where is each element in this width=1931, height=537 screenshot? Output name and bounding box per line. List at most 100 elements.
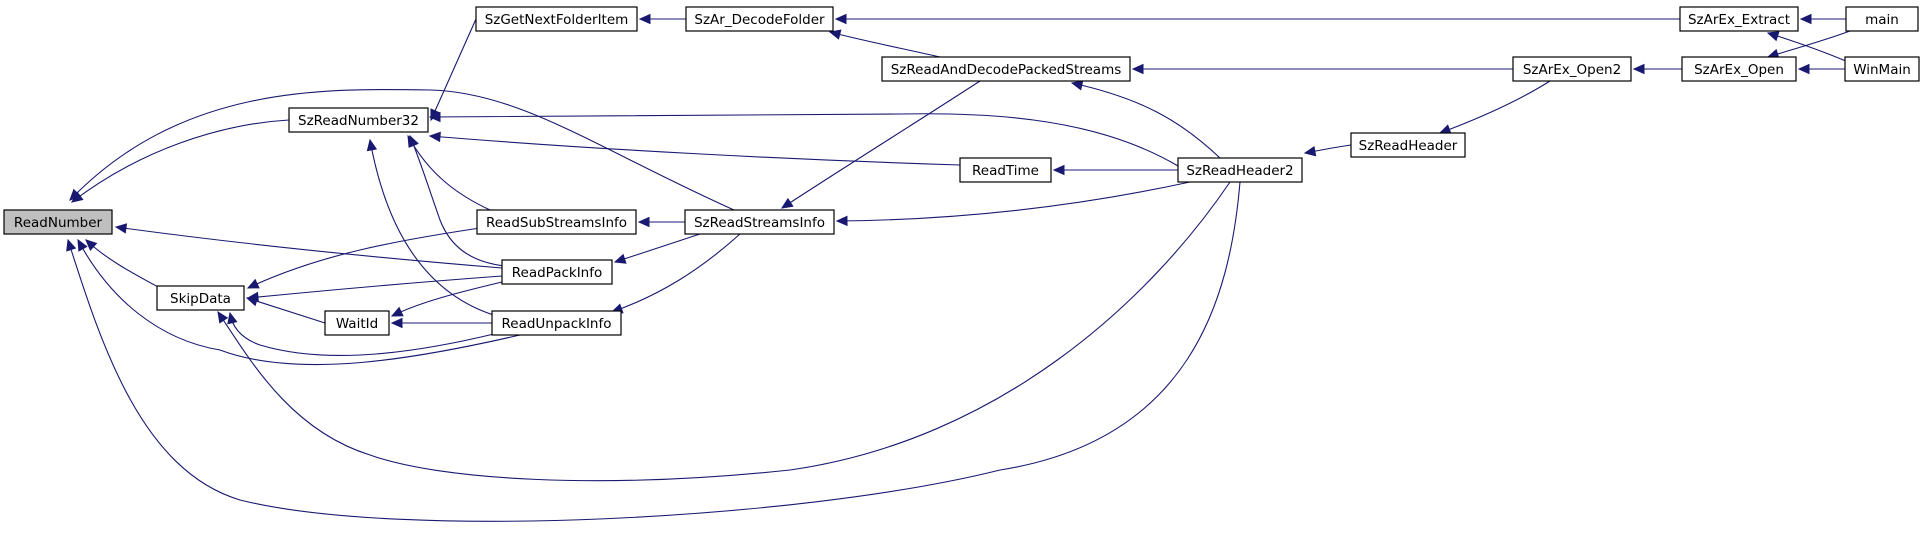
edge-szarex_open2-to-szreadanddecodepackedstreams [1131,63,1513,75]
edge-readpackinfo-to-waitid-line [391,281,503,317]
node-szarex_extract[interactable]: SzArEx_Extract [1679,6,1799,32]
node-szgetnextfolderitem[interactable]: SzGetNextFolderItem [475,6,638,32]
edge-readunpackinfo-to-szreadnumber32-arrowhead [366,138,378,152]
edge-readsubstreamsinfo-to-skipdata-line [247,227,481,289]
edge-readunpackinfo-to-readnumber-line [77,239,521,366]
edge-skipdata-to-readnumber [85,239,161,289]
node-label: SzReadHeader2 [1186,163,1293,179]
node-box[interactable] [1681,56,1797,82]
edge-skipdata-to-readnumber-arrowhead [85,239,98,251]
node-label: SzReadHeader [1359,138,1458,154]
node-box[interactable] [501,259,613,285]
edge-waitid-to-skipdata [245,296,326,324]
node-readsubstreamsinfo[interactable]: ReadSubStreamsInfo [476,209,637,235]
node-label: WaitId [336,316,378,332]
edge-readsubstreamsinfo-to-szreadnumber32-line [407,135,491,211]
node-box[interactable] [491,310,622,336]
edge-szreadnumber32-to-readnumber-line [71,119,290,203]
edge-readpackinfo-to-szreadnumber32 [409,134,506,267]
node-label: SzReadStreamsInfo [694,215,825,231]
edge-readunpackinfo-to-waitid [390,317,492,329]
edges-layer [66,13,1851,522]
edge-szreadheader2-to-readnumber-line [67,181,1241,522]
edge-szreadstreamsinfo-to-readsubstreamsinfo [637,216,685,228]
node-box[interactable] [881,56,1131,82]
edge-waitid-to-skipdata-line [246,297,326,324]
edge-szreadstreamsinfo-to-readunpackinfo-line [611,233,741,313]
edge-szgetnextfolderitem-to-szreadnumber32 [430,18,477,122]
node-skipdata[interactable]: SkipData [156,285,245,311]
node-box[interactable] [1844,56,1920,82]
node-readtime[interactable]: ReadTime [959,157,1052,183]
edge-readpackinfo-to-skipdata [246,275,503,303]
node-box[interactable] [324,310,390,336]
edge-szreadstreamsinfo-to-readpackinfo [613,233,701,264]
edge-readpackinfo-to-waitid [390,281,503,317]
edge-szarex_open2-to-szreadheader-line [1439,80,1551,134]
node-szarex_open[interactable]: SzArEx_Open [1681,56,1797,82]
edge-readtime-to-szreadnumber32-line [429,135,961,166]
node-winmain[interactable]: WinMain [1844,56,1920,82]
edge-readunpackinfo-to-readnumber [77,238,521,366]
edge-szreadstreamsinfo-to-readnumber-arrowhead [69,188,82,201]
node-box[interactable] [1679,6,1799,32]
node-readpackinfo[interactable]: ReadPackInfo [501,259,613,285]
node-box[interactable] [959,157,1052,183]
node-label: SkipData [170,291,231,307]
edge-readunpackinfo-to-skipdata-arrowhead [227,311,238,325]
node-box[interactable] [685,6,834,32]
node-box[interactable] [476,209,637,235]
node-waitid[interactable]: WaitId [324,310,390,336]
edge-szreadstreamsinfo-to-readpackinfo-arrowhead [613,253,627,264]
node-box[interactable] [156,285,245,311]
edge-skipdata-to-readnumber-line [85,239,161,289]
node-szreadstreamsinfo[interactable]: SzReadStreamsInfo [684,209,835,235]
edge-szreadheader2-to-szreadstreamsinfo-arrowhead [835,215,848,227]
node-szreadheader2[interactable]: SzReadHeader2 [1177,157,1303,183]
edge-main-to-szarex_open-line [1767,30,1851,58]
node-label: SzReadAndDecodePackedStreams [891,62,1122,78]
node-box[interactable] [288,107,429,133]
edge-szreadheader2-to-readtime-arrowhead [1052,164,1065,176]
edge-szreadheader2-to-skipdata [217,181,1231,482]
edge-szreadanddecodepackedstreams-to-szreadstreamsinfo-arrowhead [780,197,794,209]
node-box[interactable] [475,6,638,32]
edge-szreadheader2-to-skipdata-line [217,181,1231,482]
edge-readpackinfo-to-readnumber-arrowhead [114,223,128,234]
node-box[interactable] [3,209,113,235]
node-label: ReadTime [972,163,1039,179]
node-szreadanddecodepackedstreams[interactable]: SzReadAndDecodePackedStreams [881,56,1131,82]
edge-szreadheader2-to-skipdata-arrowhead [217,310,229,324]
node-szarex_open2[interactable]: SzArEx_Open2 [1512,56,1632,82]
edge-szreadstreamsinfo-to-readnumber [69,88,735,211]
edge-szar_decodefolder-to-szgetnextfolderitem-arrowhead [638,13,651,25]
node-box[interactable] [1512,56,1632,82]
edge-szreadheader2-to-szreadnumber32-line [429,113,1179,167]
node-readunpackinfo[interactable]: ReadUnpackInfo [491,310,622,336]
edge-readtime-to-szreadnumber32 [428,131,961,166]
node-box[interactable] [684,209,835,235]
node-box[interactable] [1350,132,1466,158]
edge-szarex_open-to-szarex_open2 [1632,63,1682,75]
node-szreadnumber32[interactable]: SzReadNumber32 [288,107,429,133]
edge-readsubstreamsinfo-to-szreadnumber32 [407,134,491,211]
edge-winmain-to-szarex_extract-arrowhead [1766,31,1780,42]
node-label: SzAr_DecodeFolder [694,12,825,28]
edge-szreadheader2-to-readtime [1052,164,1178,176]
edge-szarex_open-to-szarex_open2-arrowhead [1632,63,1645,75]
edge-szreadheader2-to-readnumber-arrowhead [66,238,77,252]
node-main[interactable]: main [1845,6,1919,32]
edge-readpackinfo-to-waitid-arrowhead [390,306,404,317]
edge-szreadheader2-to-szreadstreamsinfo-line [836,181,1191,222]
edge-readsubstreamsinfo-to-skipdata [246,227,481,289]
node-readnumber[interactable]: ReadNumber [3,209,113,235]
node-box[interactable] [1177,157,1303,183]
edge-readunpackinfo-to-skipdata [227,311,499,356]
node-szreadheader[interactable]: SzReadHeader [1350,132,1466,158]
node-szar_decodefolder[interactable]: SzAr_DecodeFolder [685,6,834,32]
edge-szreadheader2-to-szreadstreamsinfo [835,181,1191,227]
node-box[interactable] [1845,6,1919,32]
edge-szreadstreamsinfo-to-readpackinfo-line [614,233,701,263]
